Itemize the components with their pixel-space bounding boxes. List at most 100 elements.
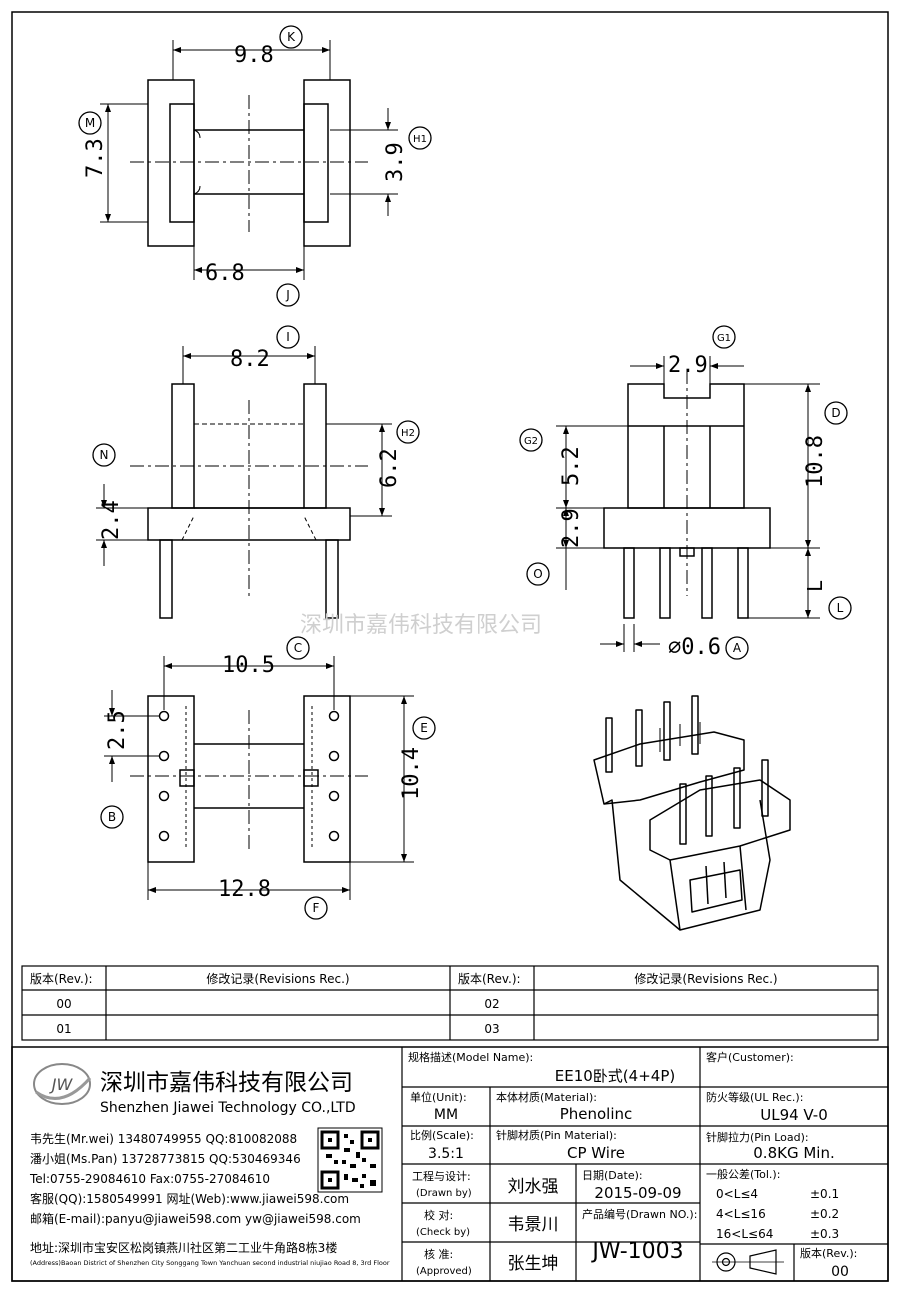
- tolerance-value-3: ±0.3: [810, 1227, 839, 1241]
- callout-a: A: [733, 641, 742, 655]
- pin-material-label: 针脚材质(Pin Material):: [496, 1128, 617, 1142]
- isometric-view: [593, 695, 791, 931]
- contact-wei: 韦先生(Mr.wei) 13480749955 QQ:810082088: [30, 1132, 297, 1146]
- top-view: [100, 40, 398, 280]
- address-en: (Address)Baoan District of Shenzhen City…: [30, 1259, 390, 1267]
- drawn-by-value: 刘水强: [508, 1177, 559, 1197]
- rev-header-1: 版本(Rev.):: [30, 972, 93, 986]
- ul-value: UL94 V-0: [760, 1106, 828, 1124]
- rev-row-1-left: 00: [56, 997, 71, 1011]
- drawn-label: 工程与设计:: [412, 1170, 471, 1183]
- logo-text: JW: [49, 1075, 74, 1094]
- approve-label: 核 准:: [424, 1247, 453, 1261]
- callout-c: C: [294, 641, 302, 655]
- dim-top-window: 3.9: [383, 142, 408, 182]
- drawn-no-label: 产品编号(Drawn NO.):: [582, 1207, 697, 1221]
- dim-side-top: 2.9: [668, 353, 708, 378]
- customer-label: 客户(Customer):: [706, 1050, 794, 1064]
- projection-symbol-icon: [712, 1249, 784, 1275]
- dim-front-height: 6.2: [377, 448, 402, 488]
- scale-label: 比例(Scale):: [410, 1128, 474, 1142]
- callout-n: N: [100, 448, 109, 462]
- contact-qq-web: 客服(QQ):1580549991 网址(Web):www.jiawei598.…: [30, 1191, 349, 1206]
- callout-i: I: [286, 330, 290, 344]
- tolerance-label: 一般公差(Tol.):: [706, 1167, 780, 1181]
- dim-bottom-height: 10.4: [399, 747, 424, 800]
- check-label: 校 对:: [424, 1208, 453, 1222]
- date-value: 2015-09-09: [594, 1184, 681, 1202]
- callout-m: M: [85, 116, 95, 130]
- approve-by-value: 张生坤: [508, 1254, 559, 1274]
- tolerance-value-2: ±0.2: [810, 1207, 839, 1221]
- contact-email: 邮箱(E-mail):panyu@jiawei598.com yw@jiawei…: [30, 1211, 361, 1226]
- ul-label: 防火等级(UL Rec.):: [706, 1090, 803, 1104]
- drawn-no-value: JW-1003: [590, 1239, 683, 1264]
- callout-g1: G1: [717, 333, 731, 344]
- company-name-cn: 深圳市嘉伟科技有限公司: [100, 1070, 353, 1096]
- unit-label: 单位(Unit):: [410, 1090, 467, 1104]
- rev-row-2-right: 03: [484, 1022, 499, 1036]
- pin-load-label: 针脚拉力(Pin Load):: [706, 1130, 809, 1144]
- contact-tel-fax: Tel:0755-29084610 Fax:0755-27084610: [29, 1172, 270, 1186]
- callout-g2: G2: [524, 436, 538, 447]
- dim-side-base: 2.9: [559, 508, 584, 548]
- bottom-view: [104, 656, 414, 900]
- dim-top-inner: 6.8: [205, 261, 245, 286]
- scale-value: 3.5:1: [428, 1146, 464, 1162]
- dim-bottom-width: 10.5: [222, 653, 275, 678]
- model-value: EE10卧式(4+4P): [555, 1067, 675, 1085]
- tolerance-range-3: 16<L≤64: [716, 1227, 773, 1241]
- pin-material-value: CP Wire: [567, 1144, 625, 1162]
- material-value: Phenolinc: [560, 1105, 633, 1123]
- dim-side-pin-diameter: ⌀0.6: [668, 635, 721, 660]
- material-label: 本体材质(Material):: [496, 1090, 597, 1104]
- rev-header-2: 版本(Rev.):: [458, 972, 521, 986]
- dim-side-mid: 5.2: [559, 446, 584, 486]
- callout-j: J: [285, 288, 290, 302]
- watermark-text: 深圳市嘉伟科技有限公司: [300, 613, 542, 638]
- callout-o: O: [533, 567, 542, 581]
- dim-side-pin-length: L: [803, 580, 827, 592]
- qr-code-icon: [317, 1127, 383, 1193]
- callout-d: D: [831, 406, 840, 420]
- callout-k: K: [287, 30, 296, 44]
- address-cn: 地址:深圳市宝安区松岗镇燕川社区第二工业牛角路8栋3楼: [30, 1240, 337, 1255]
- callout-b: B: [108, 810, 116, 824]
- dim-bottom-total: 12.8: [218, 877, 271, 902]
- tolerance-range-2: 4<L≤16: [716, 1207, 766, 1221]
- approve-sublabel: (Approved): [416, 1266, 472, 1277]
- company-logo: JW: [33, 1063, 92, 1105]
- callout-e: E: [420, 721, 428, 735]
- drawn-sublabel: (Drawn by): [416, 1188, 472, 1199]
- dim-front-base: 2.4: [99, 500, 124, 540]
- company-name-en: Shenzhen Jiawei Technology CO.,LTD: [100, 1100, 356, 1116]
- callout-h2: H2: [401, 428, 415, 439]
- rev-row-1-right: 02: [484, 997, 499, 1011]
- dim-bottom-pitch: 2.5: [105, 710, 130, 750]
- front-view: [96, 346, 392, 619]
- rev-label: 版本(Rev.):: [800, 1246, 857, 1260]
- pin-load-value: 0.8KG Min.: [753, 1144, 834, 1162]
- callout-h1: H1: [413, 134, 427, 145]
- contact-pan: 潘小姐(Ms.Pan) 13728773815 QQ:530469346: [30, 1152, 301, 1166]
- rev-value: 00: [831, 1264, 849, 1280]
- tolerance-value-1: ±0.1: [810, 1187, 839, 1201]
- date-label: 日期(Date):: [582, 1169, 643, 1182]
- dim-side-total: 10.8: [803, 435, 828, 488]
- dim-front-width: 8.2: [230, 347, 270, 372]
- dim-top-width: 9.8: [234, 43, 274, 68]
- side-view: [556, 356, 820, 652]
- dim-top-height: 7.3: [83, 138, 108, 178]
- company-block: JW 深圳市嘉伟科技有限公司 Shenzhen Jiawei Technolog…: [11, 1046, 889, 1282]
- callout-l: L: [837, 601, 844, 615]
- model-label: 规格描述(Model Name):: [408, 1050, 533, 1064]
- rec-header-1: 修改记录(Revisions Rec.): [206, 971, 349, 986]
- rec-header-2: 修改记录(Revisions Rec.): [634, 971, 777, 986]
- revisions-table: 版本(Rev.): 修改记录(Revisions Rec.) 版本(Rev.):…: [21, 965, 879, 1041]
- title-block: 规格描述(Model Name): EE10卧式(4+4P) 客户(Custom…: [401, 1047, 888, 1281]
- check-by-value: 韦景川: [508, 1215, 559, 1235]
- tolerance-range-1: 0<L≤4: [716, 1187, 758, 1201]
- check-sublabel: (Check by): [416, 1227, 470, 1238]
- callout-f: F: [313, 901, 320, 915]
